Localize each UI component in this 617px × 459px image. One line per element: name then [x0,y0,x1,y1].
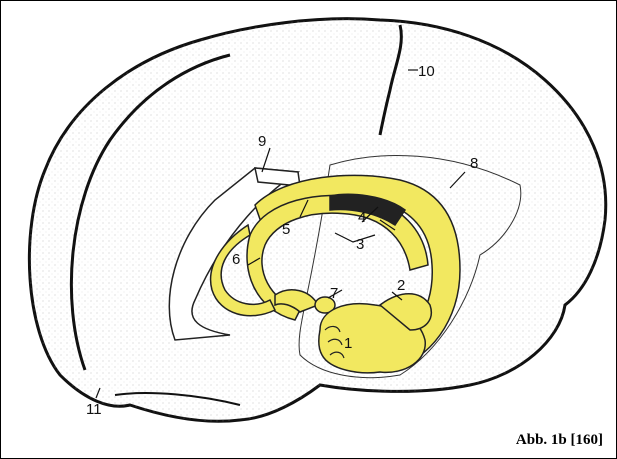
label-11: 11 [86,401,102,418]
label-3: 3 [356,236,364,253]
label-5: 5 [282,221,290,238]
label-8: 8 [470,155,478,172]
label-1: 1 [344,335,352,352]
label-2: 2 [397,277,405,294]
label-9: 9 [258,133,266,150]
label-6: 6 [232,251,240,268]
label-10: 10 [418,63,435,80]
label-4: 4 [358,209,366,226]
label-7: 7 [330,285,338,302]
figure-caption: Abb. 1b [160] [516,432,603,449]
